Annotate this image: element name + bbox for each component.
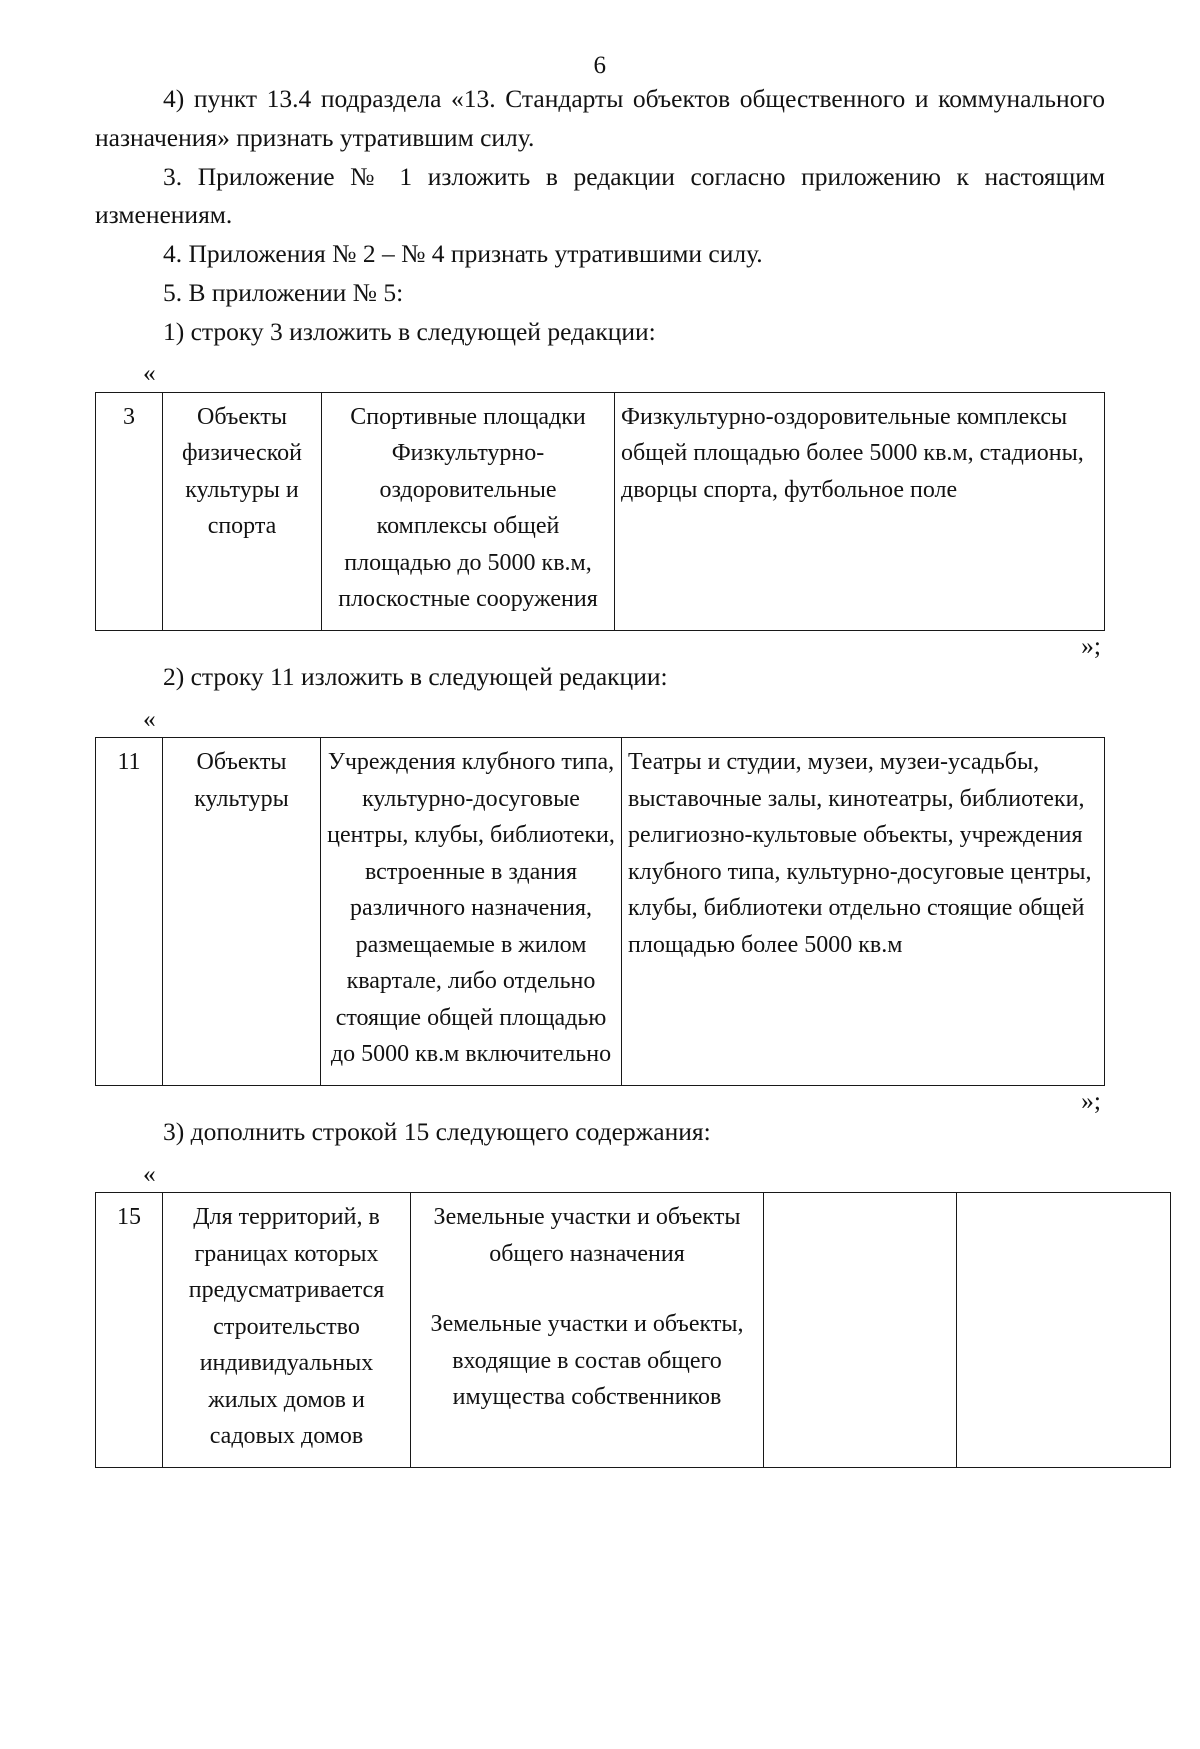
cell-row-number: 15	[95, 1192, 163, 1468]
paragraph-3-dopolnit-strokoy-15: 3) дополнить строкой 15 следующего содер…	[163, 1117, 711, 1147]
cell-empty-2	[956, 1192, 1171, 1468]
quote-close-mark-2: »;	[1081, 1085, 1101, 1115]
table-row-11: 11 Объекты культуры Учреждения клубного …	[95, 737, 1105, 1086]
quote-close-mark-1: »;	[1081, 630, 1101, 660]
paragraph-5-v-prilozhenii: 5. В приложении № 5:	[163, 277, 404, 307]
page-number: 6	[593, 52, 607, 79]
cell-row-number: 11	[95, 737, 163, 1086]
cell-wide: Физкультурно-оздоровительные комплексы о…	[614, 391, 1105, 631]
quote-open-mark-2: «	[143, 703, 156, 733]
quote-open-mark-3: «	[143, 1158, 156, 1188]
table-row: 3 Объекты физической культуры и спорта С…	[95, 391, 1105, 631]
cell-category: Для территорий, в границах которых преду…	[162, 1192, 411, 1468]
paragraph-4-punkt: 4) пункт 13.4 подраздела «13. Стандарты …	[95, 84, 1105, 152]
quote-open-mark-1: «	[143, 358, 156, 388]
table-row: 15 Для территорий, в границах которых пр…	[95, 1192, 1171, 1468]
document-body: 4) пункт 13.4 подраздела «13. Стандарты …	[95, 80, 1171, 1468]
cell-row-number: 3	[95, 391, 163, 631]
cell-middle: Учреждения клубного типа, культурно-досу…	[320, 737, 622, 1086]
table-row: 11 Объекты культуры Учреждения клубного …	[95, 737, 1105, 1086]
table-row-3: 3 Объекты физической культуры и спорта С…	[95, 391, 1105, 631]
paragraph-2-stroku-11: 2) строку 11 изложить в следующей редакц…	[163, 662, 668, 692]
cell-middle-line-2: Земельные участки и объекты, входящие в …	[430, 1311, 744, 1411]
cell-middle-line-1: Земельные участки и объекты общего назна…	[433, 1204, 741, 1267]
cell-empty-1	[763, 1192, 957, 1468]
cell-middle-spacer	[417, 1272, 757, 1306]
table-row-15: 15 Для территорий, в границах которых пр…	[95, 1192, 1171, 1468]
paragraph-1-stroku-3: 1) строку 3 изложить в следующей редакци…	[163, 316, 656, 346]
paragraph-3-prilozhenie: 3. Приложение № 1 изложить в редакции со…	[95, 161, 1105, 230]
paragraph-4-prilozheniya: 4. Приложения № 2 – № 4 признать утратив…	[163, 239, 763, 268]
cell-middle: Земельные участки и объекты общего назна…	[410, 1192, 764, 1468]
cell-middle: Спортивные площадки Физкультурно-оздоров…	[321, 391, 615, 631]
cell-category: Объекты физической культуры и спорта	[162, 391, 322, 631]
cell-category: Объекты культуры	[162, 737, 321, 1086]
document-page: 6 4) пункт 13.4 подраздела «13. Стандарт…	[0, 52, 1200, 1749]
cell-wide: Театры и студии, музеи, музеи-усадьбы, в…	[621, 737, 1105, 1086]
